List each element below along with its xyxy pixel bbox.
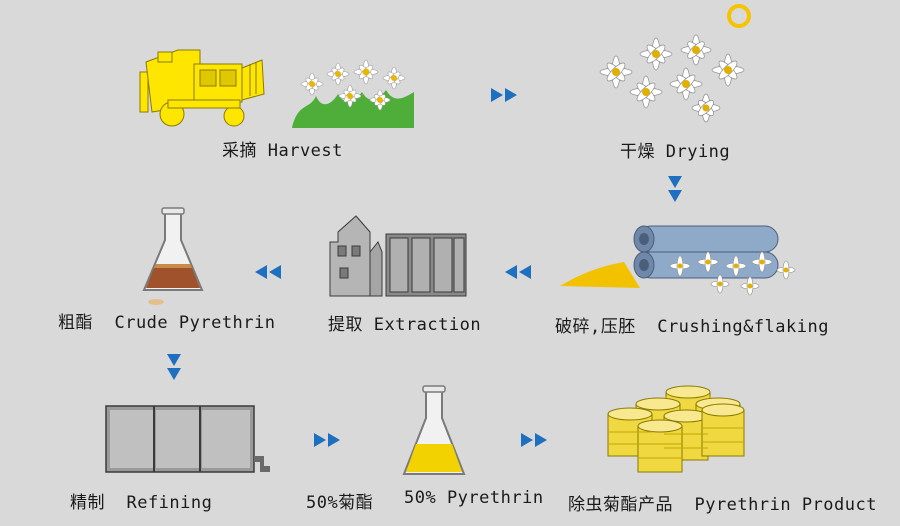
flow-arrow-icon [314,433,340,447]
flow-arrow-icon [491,88,517,102]
roller-crusher-icon [560,225,796,296]
step-label-product: 除虫菊酯产品 Pyrethrin Product [568,495,877,515]
flow-arrow-icon [255,265,281,279]
step-label-pyrethrin-50-cn: 50%菊酯 [306,493,374,513]
crude-flask-icon [142,207,204,305]
step-label-crude-pyrethrin: 粗酯 Crude Pyrethrin [58,313,276,333]
step-label-drying: 干燥 Drying [620,142,731,162]
extraction-plant-icon [329,215,467,297]
flow-arrow-icon [505,265,531,279]
product-drums-icon [607,385,745,473]
step-label-extraction: 提取 Extraction [328,315,482,335]
dried-flowers-icon [599,34,745,123]
flow-arrow-icon [521,433,547,447]
flow-arrow-icon [167,354,181,380]
step-label-pyrethrin-50-en: 50% Pyrethrin [404,488,544,508]
flowers-icon [292,59,414,128]
step-label-harvest: 采摘 Harvest [222,141,343,161]
pyrethrin-flask-icon [402,385,466,475]
harvester-icon [139,49,265,127]
step-label-crushing: 破碎,压胚 Crushing&flaking [555,317,829,337]
sun-icon [727,4,751,28]
step-label-refining: 精制 Refining [70,493,213,513]
refining-tank-icon [105,405,270,473]
flow-arrow-icon [668,176,682,202]
